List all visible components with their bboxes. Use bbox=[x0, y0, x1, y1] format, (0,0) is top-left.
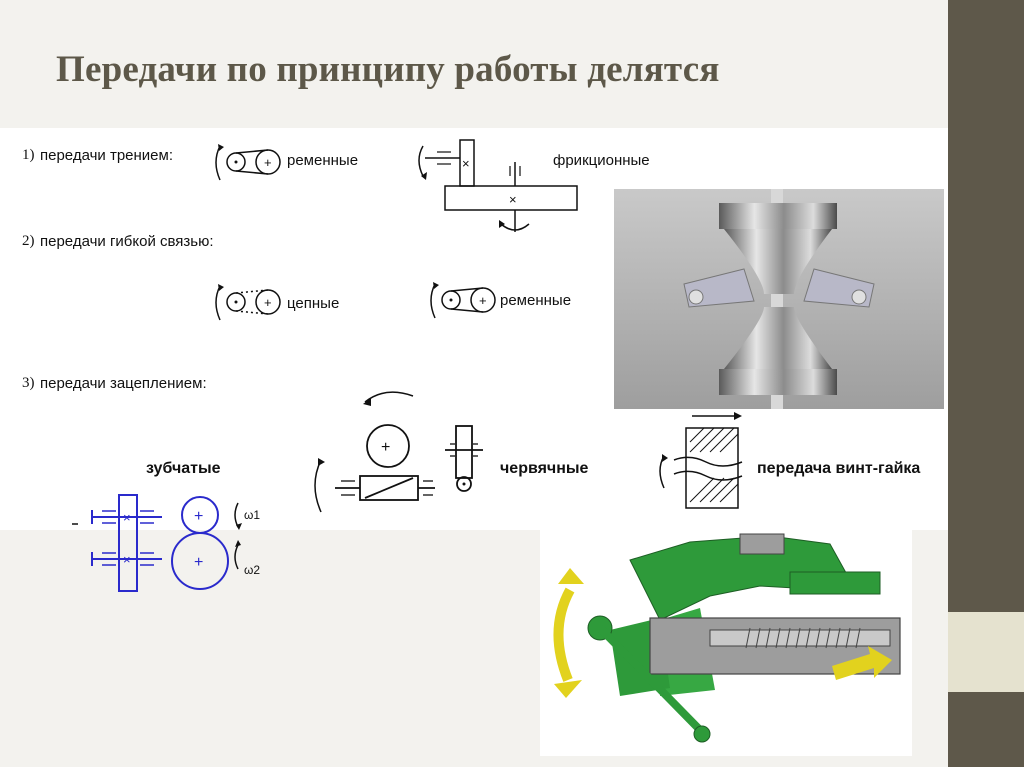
belt-flexible-icon: + bbox=[430, 282, 496, 319]
svg-text:+: + bbox=[381, 439, 390, 456]
gear-train-icon: × × + + bbox=[72, 494, 242, 592]
screw-nut-label: передача винт-гайка bbox=[757, 460, 921, 477]
worm-drive-icon: + bbox=[314, 391, 483, 513]
group-1-label: передачи трением: bbox=[40, 147, 173, 164]
svg-text:+: + bbox=[194, 508, 203, 525]
svg-text:+: + bbox=[479, 293, 487, 308]
gear-label: зубчатые bbox=[146, 460, 221, 477]
group-3-number: 3) bbox=[22, 375, 35, 391]
group-1-number: 1) bbox=[22, 147, 35, 163]
svg-text:+: + bbox=[264, 155, 272, 170]
worm-label: червячные bbox=[500, 460, 589, 477]
screw-nut-icon bbox=[659, 412, 743, 509]
chain-label: цепные bbox=[287, 295, 340, 312]
toroidal-variator-photo bbox=[614, 189, 944, 409]
svg-text:+: + bbox=[264, 295, 272, 310]
group-2-label: передачи гибкой связью: bbox=[40, 233, 214, 250]
belt-friction-label: ременные bbox=[287, 152, 359, 169]
bench-vise-illustration bbox=[553, 533, 901, 743]
group-2-number: 2) bbox=[22, 233, 35, 249]
chain-drive-icon: + bbox=[215, 284, 281, 321]
svg-text:×: × bbox=[123, 510, 131, 525]
friction-label: фрикционные bbox=[553, 152, 650, 169]
svg-text:×: × bbox=[509, 192, 517, 207]
group-3-label: передачи зацеплением: bbox=[40, 375, 207, 392]
belt-drive-icon: + bbox=[215, 144, 281, 181]
svg-text:+: + bbox=[194, 554, 203, 571]
svg-text:×: × bbox=[462, 156, 470, 171]
svg-text:×: × bbox=[123, 552, 131, 567]
omega-2-label: ω2 bbox=[244, 563, 261, 577]
belt-flexible-label: ременные bbox=[500, 292, 572, 309]
side-strip-accent bbox=[948, 612, 1024, 692]
friction-drive-icon: × × bbox=[418, 139, 578, 232]
omega-1-label: ω1 bbox=[244, 508, 261, 522]
slide-title: Передачи по принципу работы делятся bbox=[56, 49, 720, 90]
